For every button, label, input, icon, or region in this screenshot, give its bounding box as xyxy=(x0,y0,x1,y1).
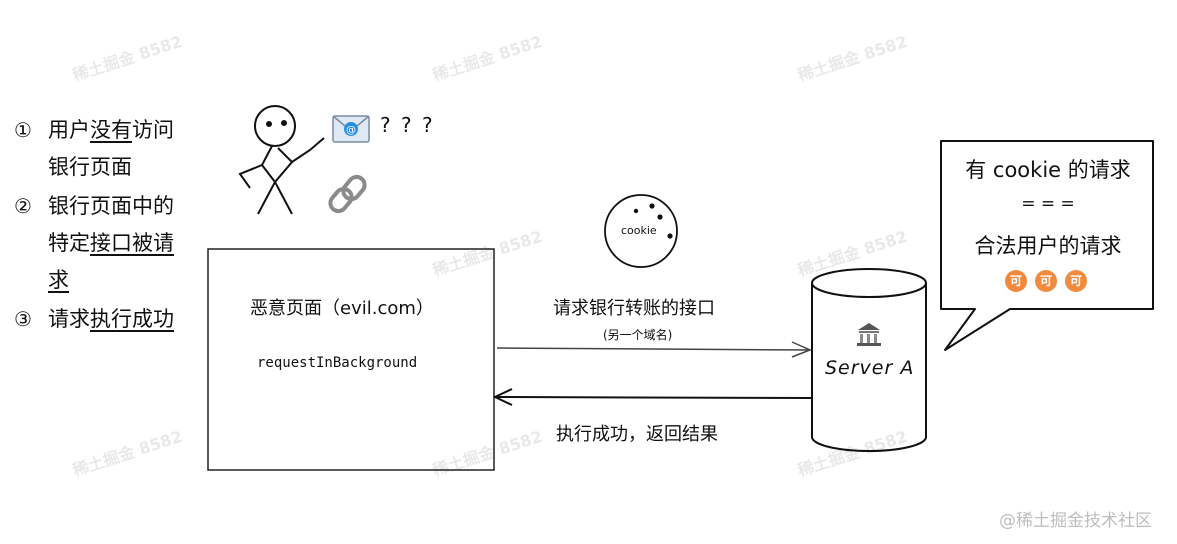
cookie-label: cookie xyxy=(621,224,657,237)
approve-badge: 可 xyxy=(1035,270,1057,292)
bank-icon xyxy=(857,323,881,346)
step-number: ③ xyxy=(14,307,32,331)
email-icon: @ xyxy=(332,115,370,143)
bubble-line-3: 合法用户的请求 xyxy=(974,234,1122,258)
approve-badge: 可 xyxy=(1005,270,1027,292)
step-number: ① xyxy=(14,118,32,142)
cookie-icon xyxy=(604,194,678,268)
server-cylinder xyxy=(811,268,927,452)
bubble-badges: 可可可 xyxy=(1001,270,1091,292)
svg-text:@: @ xyxy=(346,125,356,136)
evil-page-title: 恶意页面（evil.com） xyxy=(250,298,434,319)
request-arrow-label: 请求银行转账的接口 xyxy=(553,298,715,319)
bubble-line-2: = = = xyxy=(1021,194,1075,214)
response-arrow-label: 执行成功，返回结果 xyxy=(556,424,718,445)
approve-badge: 可 xyxy=(1065,270,1087,292)
step-number: ② xyxy=(14,194,32,218)
request-arrow xyxy=(496,341,812,358)
question-marks: ? ? ? xyxy=(380,113,435,137)
response-arrow xyxy=(492,388,813,406)
stick-figure-icon xyxy=(238,105,325,215)
speech-bubble xyxy=(940,140,1154,351)
server-label: Server A xyxy=(825,357,915,379)
request-arrow-sublabel: (另一个域名) xyxy=(603,328,673,342)
link-icon xyxy=(328,174,367,214)
footer-watermark: @稀土掘金技术社区 xyxy=(999,511,1152,531)
evil-page-box xyxy=(207,248,495,471)
request-code-label: requestInBackground xyxy=(257,355,418,371)
bubble-line-1: 有 cookie 的请求 xyxy=(965,158,1131,182)
